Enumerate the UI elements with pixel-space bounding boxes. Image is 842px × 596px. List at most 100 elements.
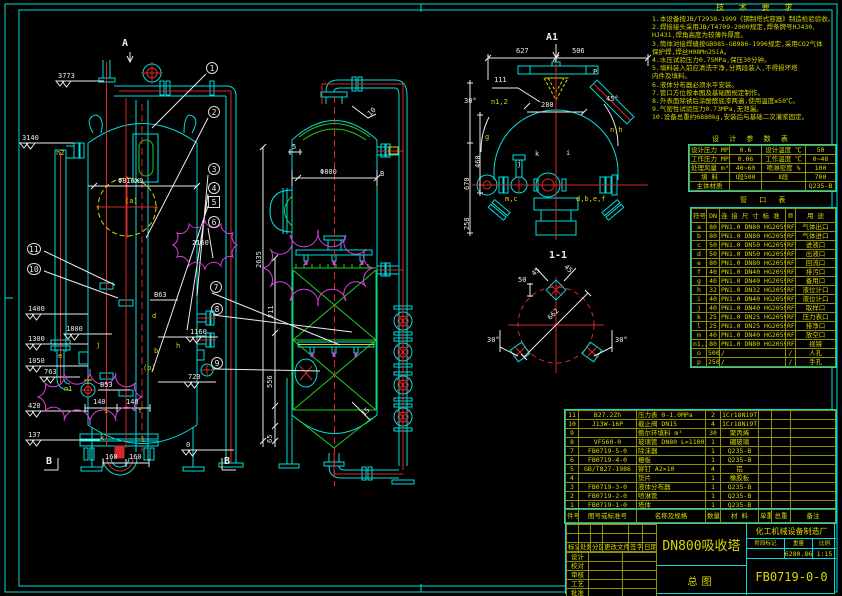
table-cell: RF	[785, 339, 796, 349]
balloon-11: 11	[27, 243, 41, 255]
table-cell: c	[691, 240, 707, 250]
table-cell: 审核	[566, 570, 589, 580]
bom-col: 材 料	[720, 509, 759, 523]
stage-label: 阶段标记	[746, 539, 784, 549]
table-cell: 液位计口	[795, 285, 836, 295]
table-cell: 排净口	[795, 321, 836, 331]
angle-30-detail-right: 30°	[615, 336, 628, 344]
dim-420: 420	[28, 402, 41, 410]
table-cell: 80	[706, 258, 720, 268]
notes-title: 技 术 要 求	[716, 3, 798, 12]
table-cell	[771, 491, 791, 501]
table-cell: PN1.0 DN40 HG20592	[719, 303, 786, 313]
table-cell: 除沫器	[636, 446, 706, 456]
nozzle-label-n1: n1	[64, 385, 73, 393]
table-cell: RF	[785, 285, 796, 295]
table-cell: Q235-B	[720, 446, 759, 456]
table-cell: 11	[565, 410, 579, 420]
table-cell	[758, 410, 772, 420]
table-cell: PN1.0 DN40 HG20592	[719, 276, 786, 286]
table-cell	[578, 524, 591, 534]
dim-763: 763	[44, 368, 57, 376]
table-cell: 设计	[566, 552, 589, 562]
dim-140-left: 140	[93, 398, 106, 406]
table-cell	[761, 181, 806, 191]
table-cell	[758, 437, 772, 447]
table-cell: /	[719, 357, 786, 367]
table-cell	[622, 561, 657, 571]
nozzle-table-title: 管 口 表	[740, 196, 790, 204]
revision-table: 标记处数分区更改文件号签字日期	[566, 524, 657, 552]
bom-col: 数量	[705, 509, 721, 523]
table-cell	[771, 446, 791, 456]
stage-value	[746, 549, 784, 559]
revision-rows: 标记处数分区更改文件号签字日期	[566, 524, 657, 552]
table-cell: PN1.0 DN80 HG20592	[719, 258, 786, 268]
table-cell: J13W-16P	[578, 419, 637, 429]
table-cell: i	[691, 294, 707, 304]
table-cell: B27.2Zh	[578, 410, 637, 420]
table-cell	[566, 533, 579, 543]
col-header: 用 途	[795, 208, 836, 223]
table-cell: 100	[805, 163, 836, 173]
table-cell: 0~48	[805, 154, 836, 164]
table-cell: 1	[705, 473, 721, 483]
nozzle-label-j: j	[96, 341, 101, 349]
drawing-number: FB0719-0-0	[746, 559, 836, 595]
table-cell: 压力表口	[795, 312, 836, 322]
table-cell: 40	[706, 330, 720, 340]
table-cell: 700	[805, 172, 836, 182]
table-cell	[622, 552, 657, 562]
table-row: 标记处数分区更改文件号签字日期	[566, 542, 657, 552]
table-cell: RF	[785, 294, 796, 304]
table-cell: 手孔	[795, 357, 836, 367]
table-cell: 1	[705, 437, 721, 447]
dim-shell-diameter: Φ816X9	[118, 177, 144, 185]
table-cell: 液体分布器	[636, 482, 706, 492]
table-cell	[790, 410, 836, 420]
dim-160-right: 160	[129, 453, 142, 461]
table-cell: 填 料	[689, 172, 730, 182]
dim-3773: 3773	[58, 72, 75, 80]
dim-460: 460	[474, 155, 482, 168]
table-cell: 出液口	[795, 249, 836, 259]
nozzle-header-row: 符号 DN 连 接 尺 寸 标 准 面 用 途	[691, 208, 836, 223]
nozzle-label-mc: m,c	[505, 195, 518, 203]
dim-720: 720	[188, 373, 201, 381]
table-cell: 校对	[566, 561, 589, 571]
note-line: 9.气密性试验压力0.73MPa,无泄漏。	[652, 105, 763, 114]
dim-1400: 1400	[28, 305, 45, 313]
table-cell: PN1.0 DN80 HG20592	[719, 231, 786, 241]
table-cell: 3	[565, 482, 579, 492]
table-cell	[771, 419, 791, 429]
table-cell	[588, 561, 623, 571]
note-line: 4.水压试验压力0.75MPa,保压30分钟。	[652, 55, 771, 64]
table-cell: 1	[705, 482, 721, 492]
table-cell: 1	[705, 455, 721, 465]
dim-800: Φ800	[320, 168, 337, 176]
plan-label-j: j	[517, 160, 522, 168]
table-cell: 喷淋管	[636, 491, 706, 501]
front-view	[50, 60, 244, 476]
table-cell	[771, 455, 791, 465]
table-cell: 玻璃管 DN80 L=1100	[636, 437, 706, 447]
table-cell: 4	[565, 473, 579, 483]
table-cell: 截止阀 DN15	[636, 419, 706, 429]
table-cell	[578, 428, 637, 438]
section-view	[269, 76, 415, 486]
bom-col: 名称及规格	[636, 509, 706, 523]
note-line: 8.外表面除锈后涂酚醛底漆两遍,使用温度≤50℃。	[652, 96, 799, 105]
table-cell: RF	[785, 321, 796, 331]
note-line: 10.设备总重约6880kg,安装后与基础二次灌浆固定。	[652, 113, 809, 122]
table-cell: PN1.0 DN80 HG20592	[719, 222, 786, 232]
